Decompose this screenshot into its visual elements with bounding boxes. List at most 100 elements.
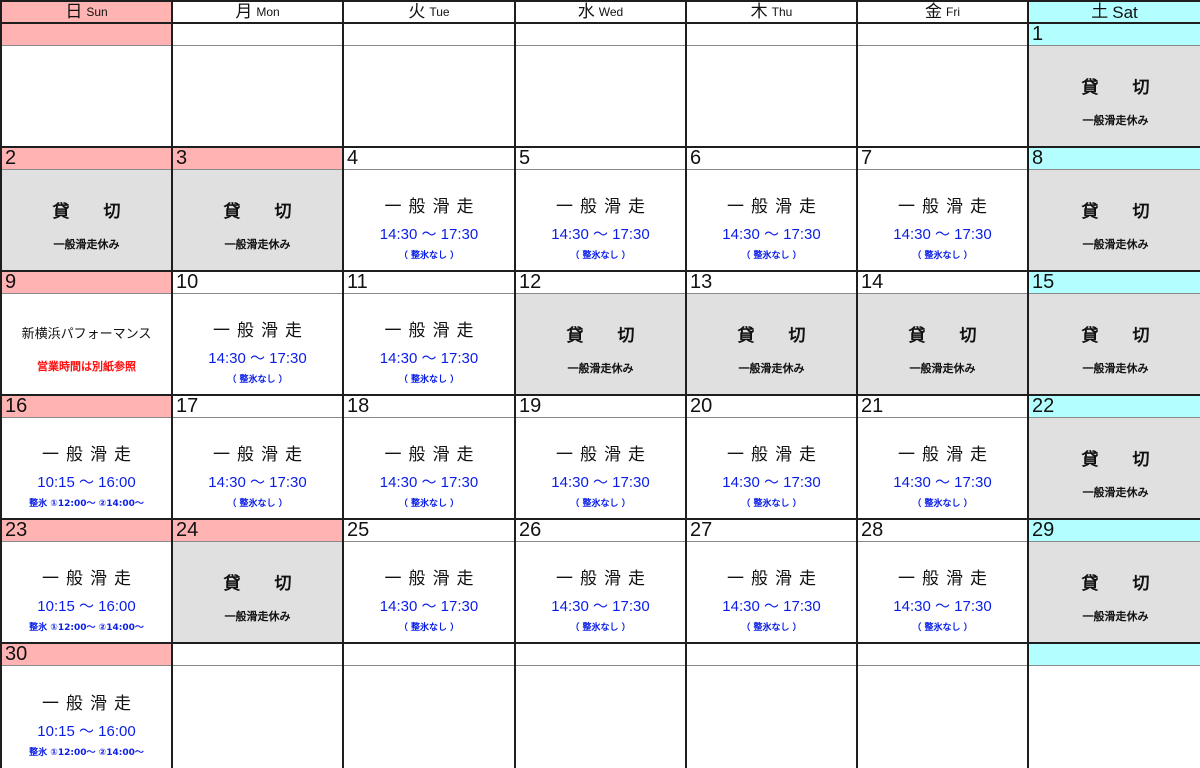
resurfacing-note: （ 整氷なし ） <box>912 250 973 261</box>
private-rental-label: 貸 切 <box>1081 77 1164 98</box>
date-number: 1 <box>1029 24 1200 46</box>
date-number: 10 <box>173 272 342 294</box>
day-content: 新横浜パフォーマンス営業時間は別紙参照 <box>2 294 171 394</box>
header-tue-english: Tue <box>429 5 450 19</box>
empty-cell[interactable] <box>1029 644 1200 768</box>
empty-cell[interactable] <box>687 644 858 768</box>
public-skating-closed-note: 一般滑走休み <box>1082 361 1149 375</box>
resurfacing-note: （ 整氷なし ） <box>912 622 973 633</box>
day-content <box>2 46 171 146</box>
empty-cell[interactable] <box>173 644 344 768</box>
session-time: 10:15 ～ 16:00 <box>37 722 136 740</box>
day-content: 貸 切一般滑走休み <box>1029 46 1200 146</box>
empty-cell[interactable] <box>858 24 1029 148</box>
date-number: 25 <box>344 520 514 542</box>
empty-cell[interactable] <box>687 24 858 148</box>
empty-cell[interactable] <box>173 24 344 148</box>
date-number: 13 <box>687 272 856 294</box>
public-skating-label: 一般滑走 <box>727 444 823 465</box>
date-number: 27 <box>687 520 856 542</box>
resurfacing-note: （ 整氷なし ） <box>570 250 631 261</box>
day-content: 貸 切一般滑走休み <box>1029 294 1200 394</box>
session-time: 14:30 ～ 17:30 <box>551 473 650 491</box>
public-skating-label: 一般滑走 <box>556 568 652 589</box>
day-content <box>858 46 1027 146</box>
session-time: 14:30 ～ 17:30 <box>551 225 650 243</box>
public-skating-label: 一般滑走 <box>727 196 823 217</box>
empty-cell[interactable] <box>858 644 1029 768</box>
empty-cell[interactable] <box>344 644 516 768</box>
empty-cell[interactable] <box>344 24 516 148</box>
date-number: 24 <box>173 520 342 542</box>
resurfacing-note: （ 整氷なし ） <box>570 498 631 509</box>
day-content: 貸 切一般滑走休み <box>1029 542 1200 642</box>
public-skating-label: 一般滑走 <box>898 444 994 465</box>
public-skating-label: 一般滑走 <box>727 568 823 589</box>
public-skating-label: 一般滑走 <box>384 444 481 465</box>
private-rental-label: 貸 切 <box>223 573 306 594</box>
day-content <box>1029 666 1200 768</box>
private-rental-label: 貸 切 <box>1081 449 1164 470</box>
date-number <box>1029 644 1200 666</box>
day-cell-24[interactable]: 24 貸 切一般滑走休み <box>173 520 344 644</box>
session-time: 14:30 ～ 17:30 <box>208 349 307 367</box>
date-number: 12 <box>516 272 685 294</box>
empty-cell[interactable] <box>2 24 173 148</box>
date-number: 5 <box>516 148 685 170</box>
date-number <box>858 644 1027 666</box>
empty-cell[interactable] <box>516 644 687 768</box>
public-skating-closed-note: 一般滑走休み <box>909 361 976 375</box>
public-skating-closed-note: 一般滑走休み <box>567 361 634 375</box>
public-skating-label: 一般滑走 <box>42 444 138 465</box>
day-content: 貸 切一般滑走休み <box>2 170 171 270</box>
day-content: 貸 切一般滑走休み <box>687 294 856 394</box>
header-sat-kanji: 土 <box>1091 1 1109 22</box>
public-skating-closed-note: 一般滑走休み <box>224 609 291 623</box>
public-skating-label: 一般滑走 <box>213 320 309 341</box>
header-fri-kanji: 金 <box>925 1 942 22</box>
date-number <box>344 24 514 46</box>
date-number: 9 <box>2 272 171 294</box>
day-content <box>687 666 856 768</box>
empty-cell[interactable] <box>516 24 687 148</box>
date-number <box>173 24 342 46</box>
date-number: 29 <box>1029 520 1200 542</box>
header-wed-kanji: 水 <box>577 1 595 22</box>
session-time: 14:30 ～ 17:30 <box>893 225 992 243</box>
